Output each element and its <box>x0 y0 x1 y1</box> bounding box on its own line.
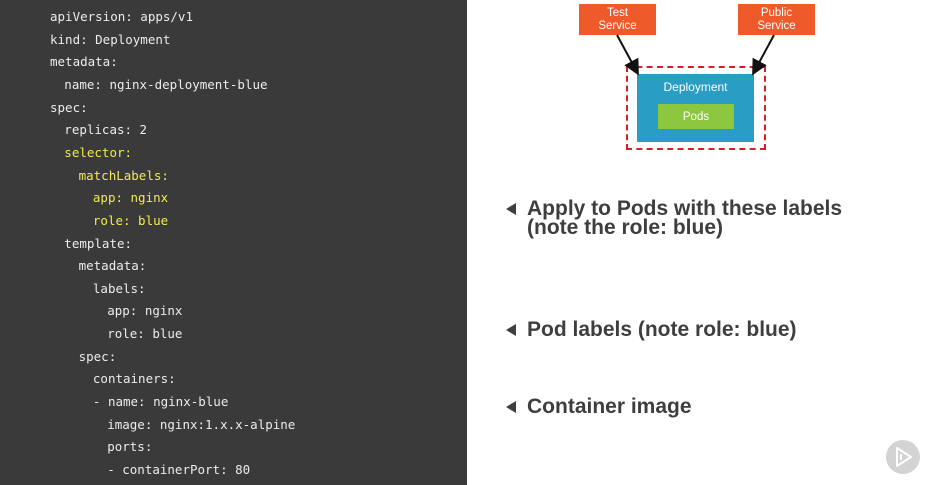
play-button[interactable] <box>886 440 920 474</box>
code-line: role: blue <box>92 212 169 228</box>
code-line: metadata: <box>78 258 147 274</box>
left-triangle-icon <box>506 324 516 336</box>
code-line: app: nginx <box>92 190 169 206</box>
code-line: selector: <box>64 144 133 160</box>
play-icon <box>896 447 912 467</box>
code-line: template: <box>64 235 133 251</box>
selector-note: Apply to Pods with these labels (note th… <box>506 197 843 239</box>
code-line: - name: nginx-blue <box>92 394 229 410</box>
public-service-arrow <box>752 34 775 76</box>
pod-labels-note-text: Pod labels (note role: blue) <box>527 318 797 341</box>
code-line: spec: <box>78 348 117 364</box>
test-service-label-line2: Service <box>598 19 637 32</box>
selection-frame <box>626 66 766 150</box>
code-line: labels: <box>92 280 146 296</box>
code-line: kind: Deployment <box>50 31 171 47</box>
deployment-label: Deployment <box>663 80 728 94</box>
public-service-label-line1: Public <box>760 6 793 19</box>
service-arrows <box>616 34 775 76</box>
yaml-code-panel: apiVersion: apps/v1 kind: Deployment metad… <box>0 0 467 485</box>
selector-note-text: Apply to Pods with these labels (note th… <box>527 197 843 239</box>
code-line: containers: <box>92 371 176 387</box>
code-line: matchLabels: <box>78 167 169 183</box>
container-image-note: Container image <box>506 395 692 418</box>
code-line: - containerPort: 80 <box>107 462 251 477</box>
code-line: apiVersion: apps/v1 <box>50 9 193 24</box>
code-line: ports: <box>107 439 153 455</box>
public-service-box: Public Service <box>738 4 815 35</box>
pods-box: Pods <box>658 104 734 129</box>
code-line: replicas: 2 <box>64 122 148 138</box>
test-service-arrow <box>616 34 639 76</box>
code-line: name: nginx-deployment-blue <box>64 76 268 92</box>
test-service-box: Test Service <box>579 4 656 35</box>
container-image-note-text: Container image <box>527 395 692 418</box>
left-triangle-icon <box>506 401 516 413</box>
left-triangle-icon <box>506 203 516 215</box>
code-line: app: nginx <box>107 303 183 319</box>
code-line: role: blue <box>107 326 183 342</box>
code-line: image: nginx:1.x.x-alpine <box>107 416 296 432</box>
code-line: metadata: <box>50 54 118 70</box>
pods-label: Pods <box>682 110 710 123</box>
deployment-diagram: Test Service Public Service Deployment P… <box>0 0 930 160</box>
code-line: spec: <box>50 99 88 115</box>
test-service-label-line1: Test <box>606 6 629 19</box>
pod-labels-note: Pod labels (note role: blue) <box>506 318 797 341</box>
deployment-box: Deployment Pods <box>637 74 754 142</box>
public-service-label-line2: Service <box>757 19 796 32</box>
